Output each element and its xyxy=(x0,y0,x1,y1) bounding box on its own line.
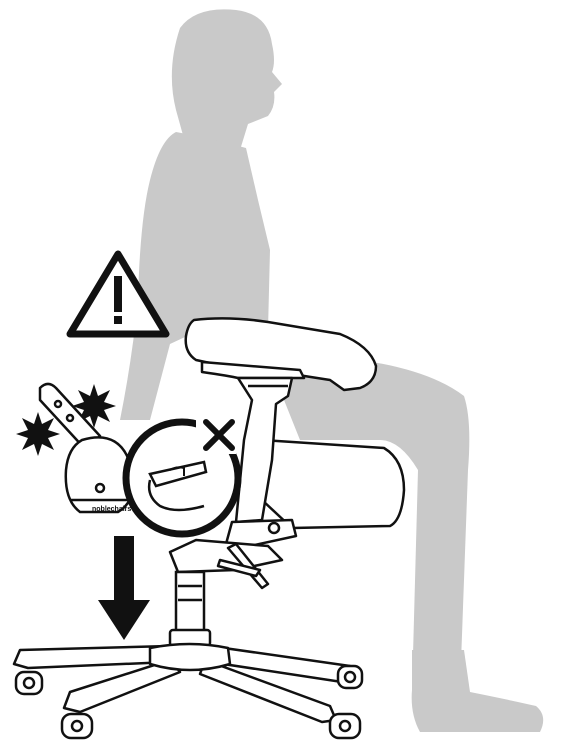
caster xyxy=(330,714,360,738)
caster xyxy=(62,714,92,738)
caster xyxy=(16,672,42,694)
brand-label: noblechairs xyxy=(92,506,131,513)
chair-base xyxy=(14,644,362,738)
caster xyxy=(338,666,362,688)
down-arrow-icon xyxy=(98,536,150,640)
gas-cylinder xyxy=(170,572,210,646)
seat-cushion xyxy=(262,440,404,528)
prohibited-x-icon xyxy=(126,418,238,534)
impact-burst-icon xyxy=(16,412,60,456)
